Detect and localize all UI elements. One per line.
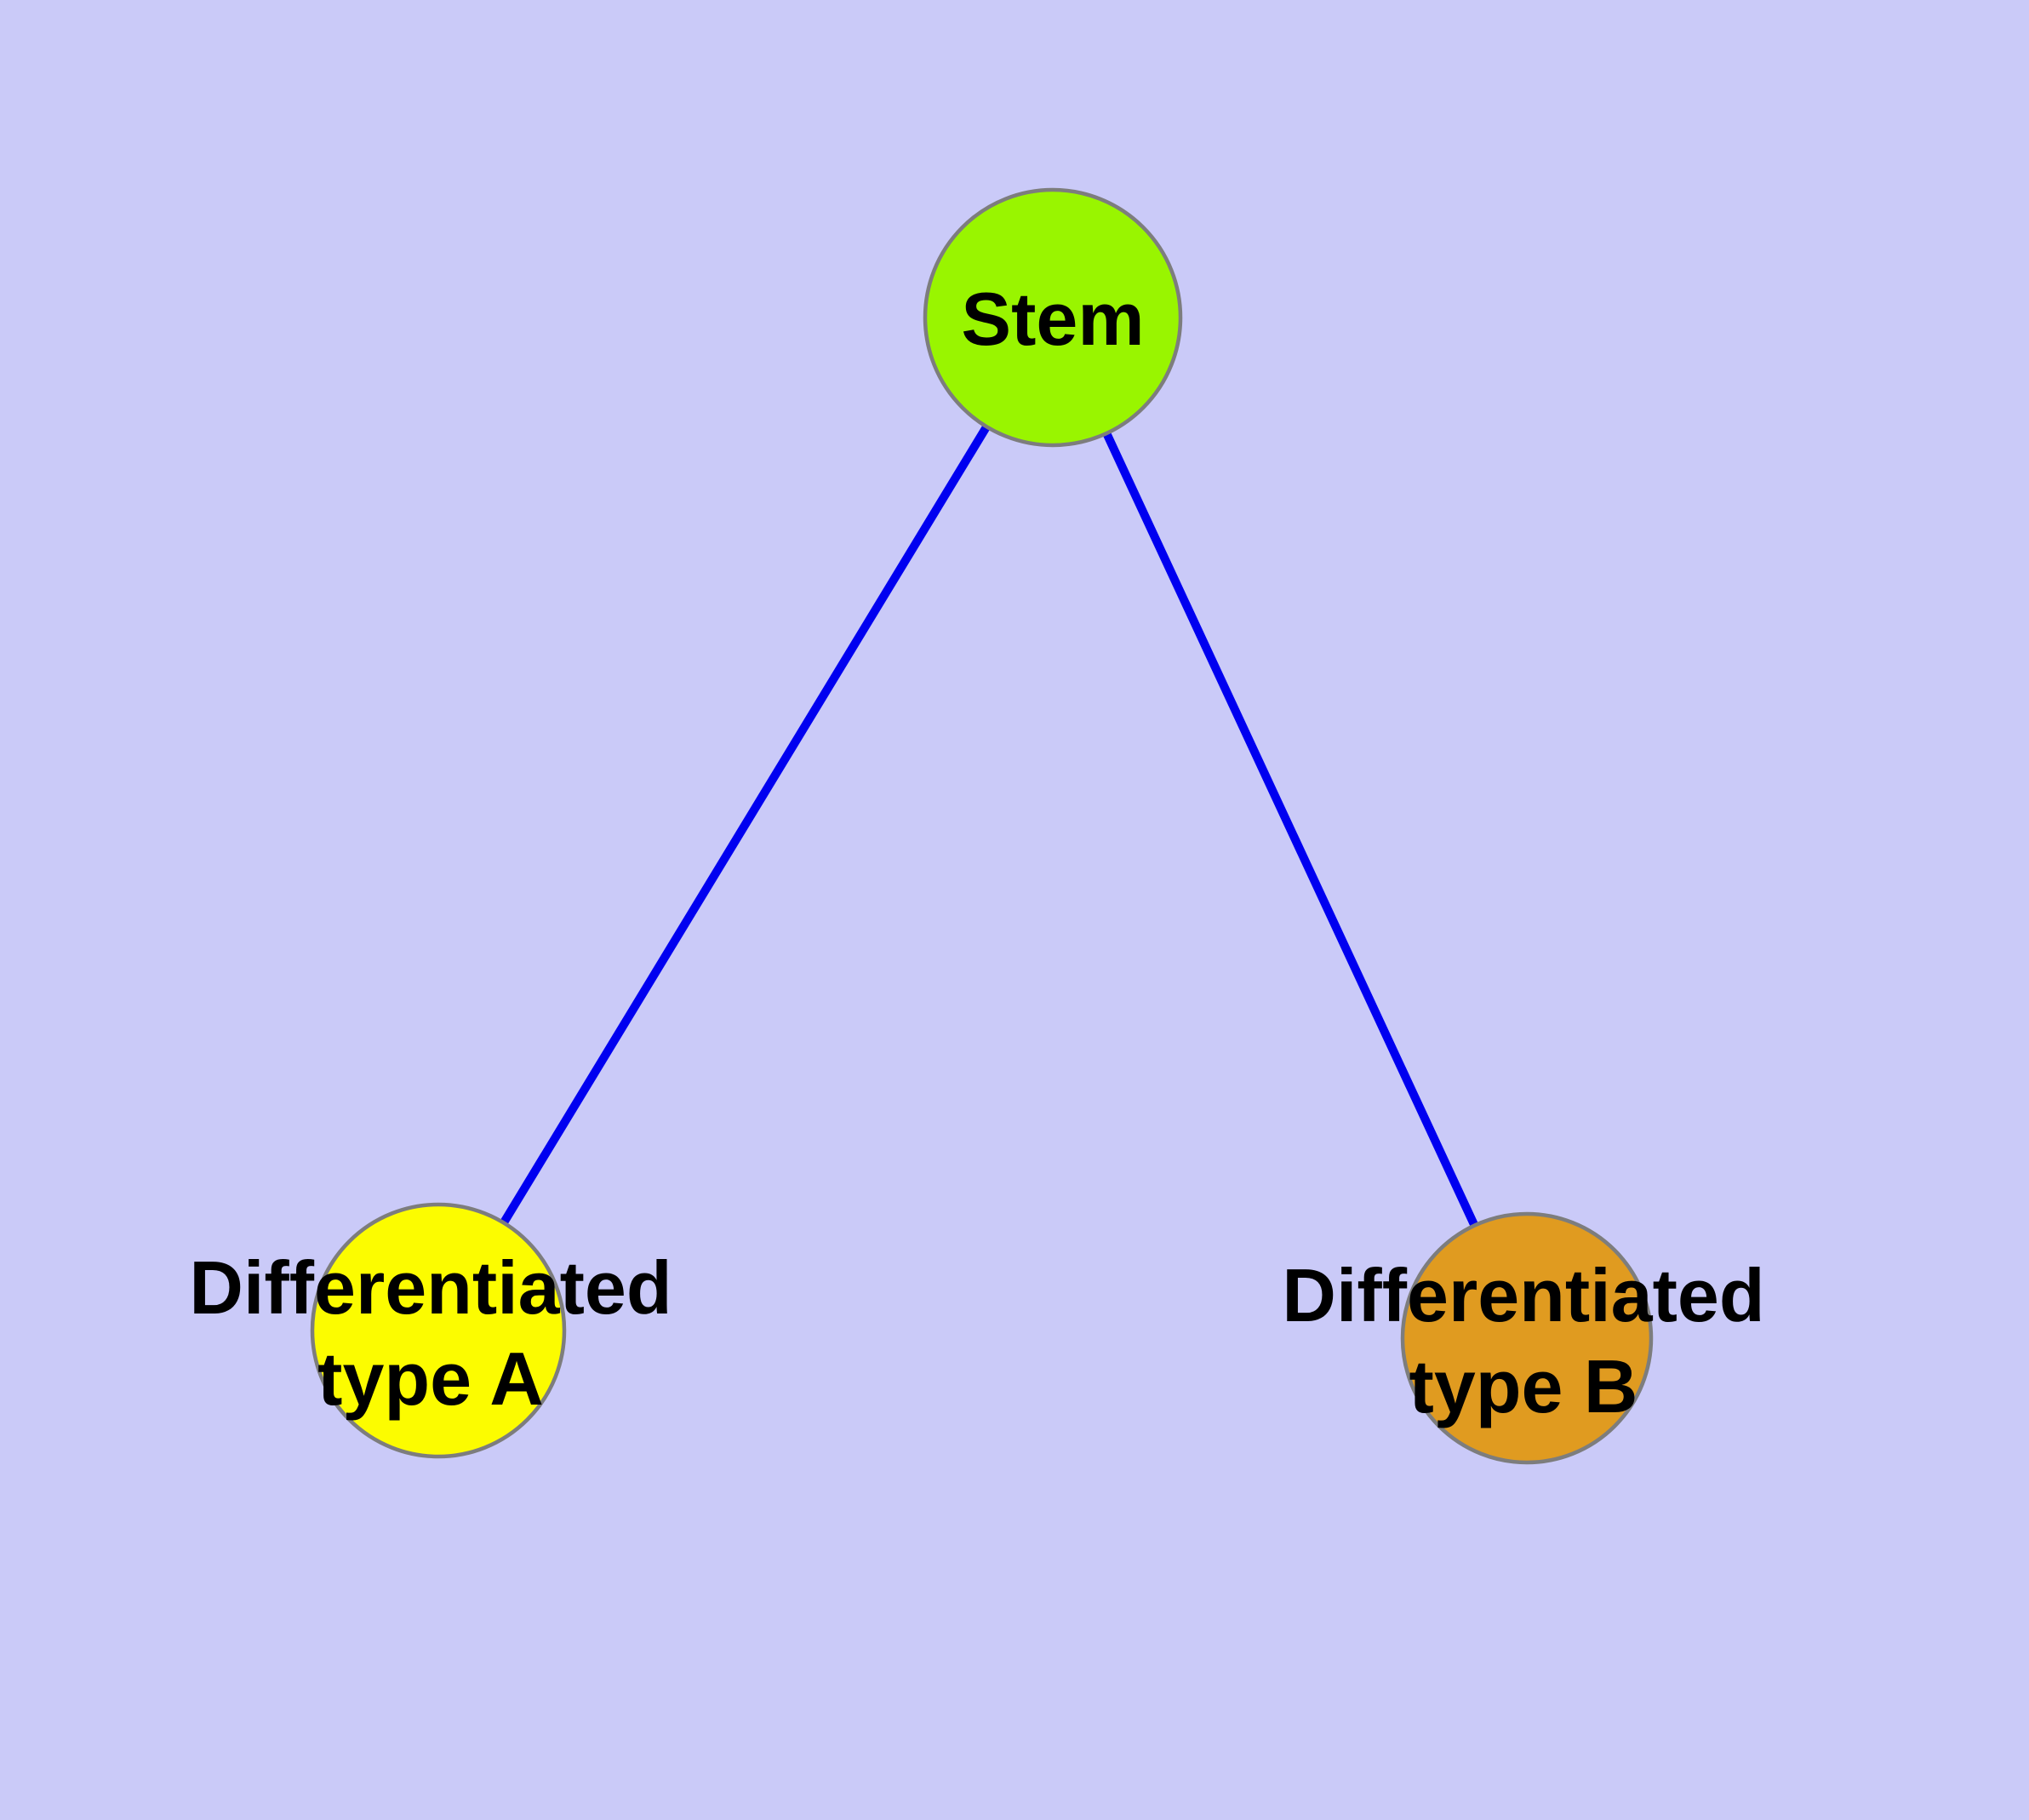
node-differentiated-type-a-circle (310, 1202, 567, 1459)
node-differentiated-type-a-label-line1: Differentiated (189, 1245, 672, 1330)
node-differentiated-type-b-label-line2: type B (1409, 1344, 1638, 1428)
node-differentiated-type-a-label-line2: type A (317, 1336, 544, 1421)
node-differentiated-type-a: Differentiated type A (189, 1202, 672, 1459)
node-differentiated-type-b: Differentiated type B (1282, 1211, 1765, 1465)
node-differentiated-type-b-circle (1400, 1211, 1654, 1465)
node-differentiated-type-b-label-line1: Differentiated (1282, 1253, 1764, 1337)
edge-stem-to-type-a (434, 315, 1057, 1333)
node-stem: Stem (923, 187, 1183, 448)
node-stem-label: Stem (961, 277, 1144, 361)
node-stem-circle (923, 187, 1183, 448)
edge-stem-to-type-b (1049, 315, 1531, 1341)
